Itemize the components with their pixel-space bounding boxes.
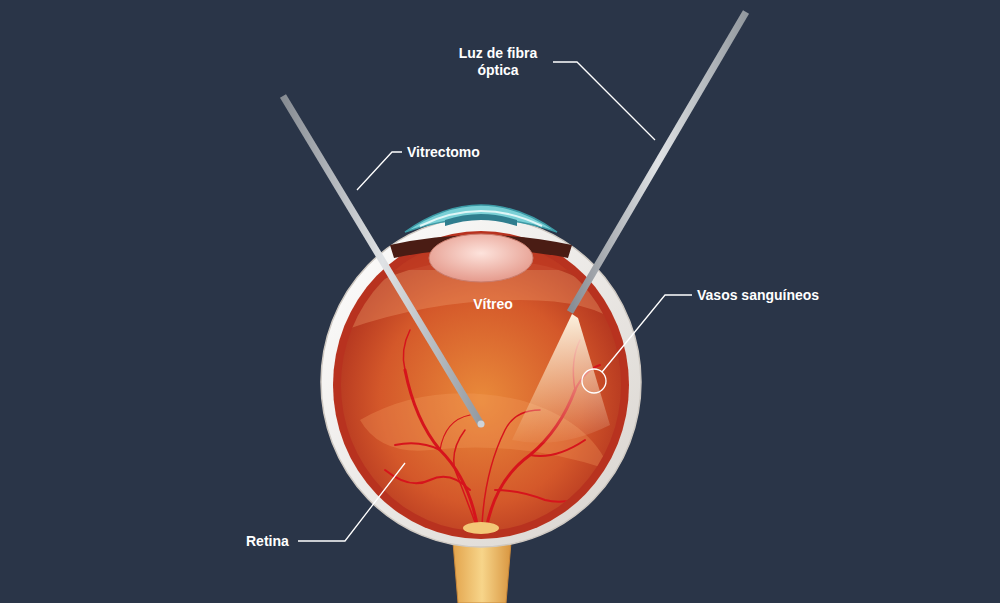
instrument-label: Vitrectomo: [407, 144, 480, 161]
part-label: Retina: [246, 533, 289, 550]
region-label: Vítreo: [458, 296, 528, 313]
instrument-label: Luz de fibra óptica: [443, 45, 553, 79]
part-label: Vasos sanguíneos: [697, 287, 819, 304]
